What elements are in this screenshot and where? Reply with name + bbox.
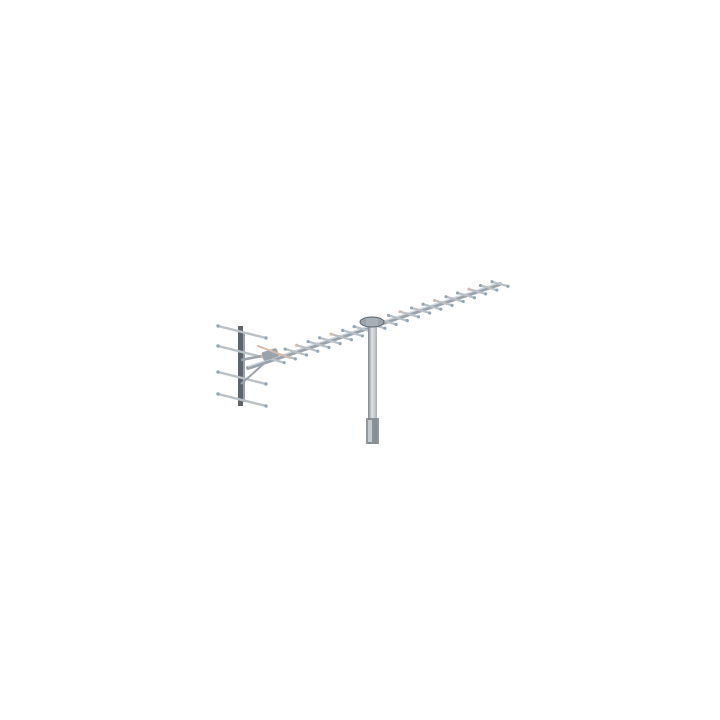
reflector-rod-tip (264, 404, 268, 408)
reflector-strut (240, 354, 263, 362)
director-rod (479, 284, 498, 292)
director-element (398, 310, 421, 319)
director-rod (330, 332, 353, 341)
director-rod (307, 340, 331, 349)
director-rod (456, 291, 476, 299)
mast-base-sleeve (366, 418, 379, 444)
director-element (432, 298, 454, 307)
director-tip (360, 334, 365, 338)
director-rod (341, 329, 364, 338)
director-element (295, 343, 320, 353)
mast-base-highlight (368, 420, 372, 442)
director-tip (338, 341, 342, 346)
director-tip (450, 303, 454, 307)
director-tip (398, 310, 402, 314)
director-tip (455, 291, 460, 295)
director-tip (428, 311, 432, 315)
mast-clamp (359, 316, 385, 328)
director-element (341, 328, 365, 338)
mast (366, 324, 379, 444)
director-tip (293, 357, 297, 361)
director-tip (467, 287, 471, 291)
director-tip (318, 336, 322, 340)
director-rod (318, 336, 342, 345)
director-tip (383, 326, 387, 330)
director-tip (461, 299, 465, 304)
director-element (444, 295, 465, 304)
director-tip (349, 338, 353, 342)
director-tip (416, 315, 421, 319)
mast-pole (368, 324, 377, 444)
reflector-rod-tip (216, 370, 220, 374)
director-tip (316, 349, 320, 353)
director-rod (421, 303, 442, 311)
director-tip (432, 298, 437, 303)
director-element (283, 347, 309, 357)
director-tip (495, 288, 499, 292)
reflector-frame (238, 326, 243, 406)
reflector-rod-tip (216, 324, 220, 328)
director-tip (409, 306, 414, 310)
director-tip (352, 325, 356, 329)
director-tip (295, 343, 299, 347)
reflector-rod-bar (216, 392, 268, 408)
director-tip (386, 313, 391, 318)
reflector-array (216, 324, 269, 408)
director-tip (444, 295, 448, 299)
director-element (409, 306, 432, 315)
director-element (329, 332, 353, 342)
director-element (306, 339, 331, 349)
reflector-rod-tip (216, 344, 220, 348)
director-rod (387, 314, 409, 322)
dipole-feed (257, 345, 291, 361)
director-tip (282, 361, 286, 365)
director-tip (329, 332, 333, 336)
director-element (478, 283, 499, 292)
director-element (421, 302, 443, 311)
director-tip (306, 339, 310, 344)
director-rod (284, 347, 308, 357)
director-rod (433, 299, 454, 307)
director-element (455, 291, 477, 300)
reflector-rod (216, 324, 268, 340)
director-tip (394, 322, 398, 327)
director-element (386, 313, 409, 323)
director-rod (398, 310, 420, 318)
director-tip (327, 345, 331, 349)
director-element (318, 336, 342, 346)
director-tip (484, 292, 488, 296)
director-rod (444, 295, 465, 303)
director-tip (283, 347, 287, 351)
reflector-rod (216, 370, 268, 386)
director-tip (478, 283, 483, 288)
director-rod (295, 344, 319, 353)
reflector-rod-tip (216, 392, 220, 396)
director-tip (472, 296, 477, 300)
director-tip (421, 302, 425, 306)
reflector-rod (216, 392, 268, 408)
director-rod (490, 280, 510, 288)
director-tip (304, 353, 309, 357)
clamp-body (366, 318, 378, 326)
director-rod (467, 288, 487, 295)
director-rod (410, 306, 431, 315)
reflector-rod-tip (264, 382, 268, 386)
director-element (490, 280, 510, 288)
reflector-rod-tip (264, 336, 268, 340)
director-tip (490, 280, 494, 284)
director-tip (341, 328, 345, 332)
director-element (467, 287, 488, 296)
reflector-rod-bar (216, 324, 268, 340)
director-tip (439, 307, 443, 311)
reflector-rod-bar (216, 370, 268, 386)
director-tip (405, 319, 409, 323)
reflector-frame-edge (243, 332, 245, 402)
dipole-rod (257, 345, 291, 359)
director-elements (260, 280, 510, 365)
director-tip (506, 284, 510, 288)
